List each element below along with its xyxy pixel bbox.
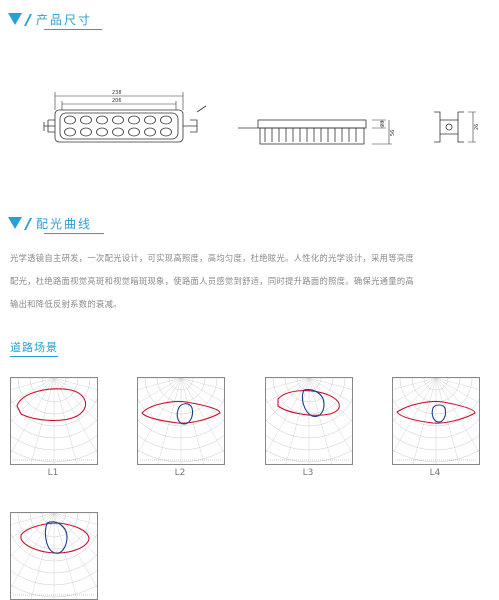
dim-label-end: 26 <box>474 124 480 130</box>
section-title: 产品尺寸 <box>36 13 93 27</box>
grid-radial <box>435 378 479 453</box>
chart-label: L2 <box>174 468 186 478</box>
grid-radial <box>180 378 224 422</box>
curve-c90 <box>301 389 325 418</box>
description-line: 输出和降低反射系数的衰减。 <box>10 299 122 309</box>
grid-radial <box>138 378 182 404</box>
polar-chart <box>137 377 225 465</box>
polar-chart <box>10 377 98 465</box>
grid-radial <box>266 378 310 453</box>
lens-grid <box>64 115 172 137</box>
grid-radial <box>53 378 97 390</box>
grid-radial <box>11 513 55 525</box>
grid-radial <box>266 378 310 404</box>
dim-label-inner: 206 <box>112 98 122 104</box>
grid-radial <box>11 378 55 453</box>
triangle-mark-icon <box>8 217 32 230</box>
chart-label: L1 <box>47 468 59 478</box>
grid-radial <box>53 378 97 422</box>
curve-c90 <box>176 403 194 425</box>
grid-radial <box>435 378 460 464</box>
grid-radial <box>138 378 182 422</box>
description-text: 光学透镜自主研发，一次配光设计，可实现高照度，高均匀度，杜绝眩光。人性化的光学设… <box>10 247 492 316</box>
description-line: 配光，杜绝路面视觉亮斑和视觉暗斑现象，使路面人员感觉到舒适，同时提升路面的照度。… <box>10 276 415 286</box>
curve-c0 <box>277 390 340 416</box>
polar-chart <box>392 377 480 465</box>
grid-radial <box>308 378 333 464</box>
grid-radial <box>11 378 55 422</box>
triangle-mark-icon <box>8 13 32 26</box>
lamp-end-view <box>434 111 476 143</box>
grid-radial <box>30 513 55 599</box>
polar-chart <box>265 377 353 465</box>
grid-radial <box>266 378 310 390</box>
grid-radial <box>53 378 97 453</box>
description-line: 光学透镜自主研发，一次配光设计，可实现高照度，高均匀度，杜绝眩光。人性化的光学设… <box>10 253 415 263</box>
dim-label-side-b: 56 <box>390 130 396 136</box>
curve-c0 <box>396 400 476 424</box>
grid-radial <box>53 378 78 464</box>
lamp-front-body <box>54 109 184 143</box>
grid-radial <box>11 513 55 557</box>
grid-radial <box>393 378 437 390</box>
grid-radial <box>53 513 97 539</box>
grid-radial <box>180 378 205 464</box>
title-underline <box>44 233 104 234</box>
grid-radial <box>180 378 224 404</box>
grid-radial <box>53 513 97 588</box>
grid-radial <box>138 378 182 390</box>
grid-radial <box>285 378 310 464</box>
grid-radial <box>53 513 97 557</box>
grid-radial <box>393 378 437 453</box>
grid-radial <box>11 378 55 390</box>
section-header-size: 产品尺寸 <box>8 9 102 30</box>
grid-radial <box>266 378 310 422</box>
dim-label-side-a: 23 <box>380 121 386 127</box>
dim-label-outer: 238 <box>112 90 122 96</box>
section-header-light-distribution: 配光曲线 <box>8 213 104 234</box>
grid-radial <box>435 378 479 390</box>
grid-radial <box>11 513 55 588</box>
curve-c0 <box>141 400 221 424</box>
curve-c90 <box>44 521 68 554</box>
grid-radial <box>308 378 352 453</box>
grid-radial <box>308 378 352 390</box>
curve-c90 <box>431 404 447 423</box>
grid-radial <box>11 513 55 539</box>
grid-radial <box>412 378 437 464</box>
grid-radial <box>157 378 182 464</box>
grid-radial <box>435 378 479 422</box>
grid-radial <box>180 378 224 453</box>
grid-radial <box>180 378 224 390</box>
grid-radial <box>53 513 97 525</box>
grid-radial <box>30 378 55 464</box>
section-title: 配光曲线 <box>36 217 93 231</box>
section-header-road-scene: 道路场景 <box>10 339 58 357</box>
polar-chart <box>10 512 98 600</box>
grid-radial <box>393 378 437 422</box>
grid-radial <box>53 513 78 599</box>
curve-c0 <box>16 388 87 422</box>
grid-radial <box>53 378 97 404</box>
grid-radial <box>435 378 479 404</box>
chart-label: L3 <box>302 468 314 478</box>
grid-radial <box>138 378 182 453</box>
lamp-side-view <box>238 119 392 145</box>
grid-radial <box>308 378 352 404</box>
title-underline <box>44 29 102 30</box>
grid-radial <box>11 378 55 404</box>
chart-label: L4 <box>429 468 441 478</box>
dimension-drawings: 238 206 23 56 26 <box>43 90 480 145</box>
grid-radial <box>393 378 437 404</box>
grid-radial <box>308 378 352 422</box>
